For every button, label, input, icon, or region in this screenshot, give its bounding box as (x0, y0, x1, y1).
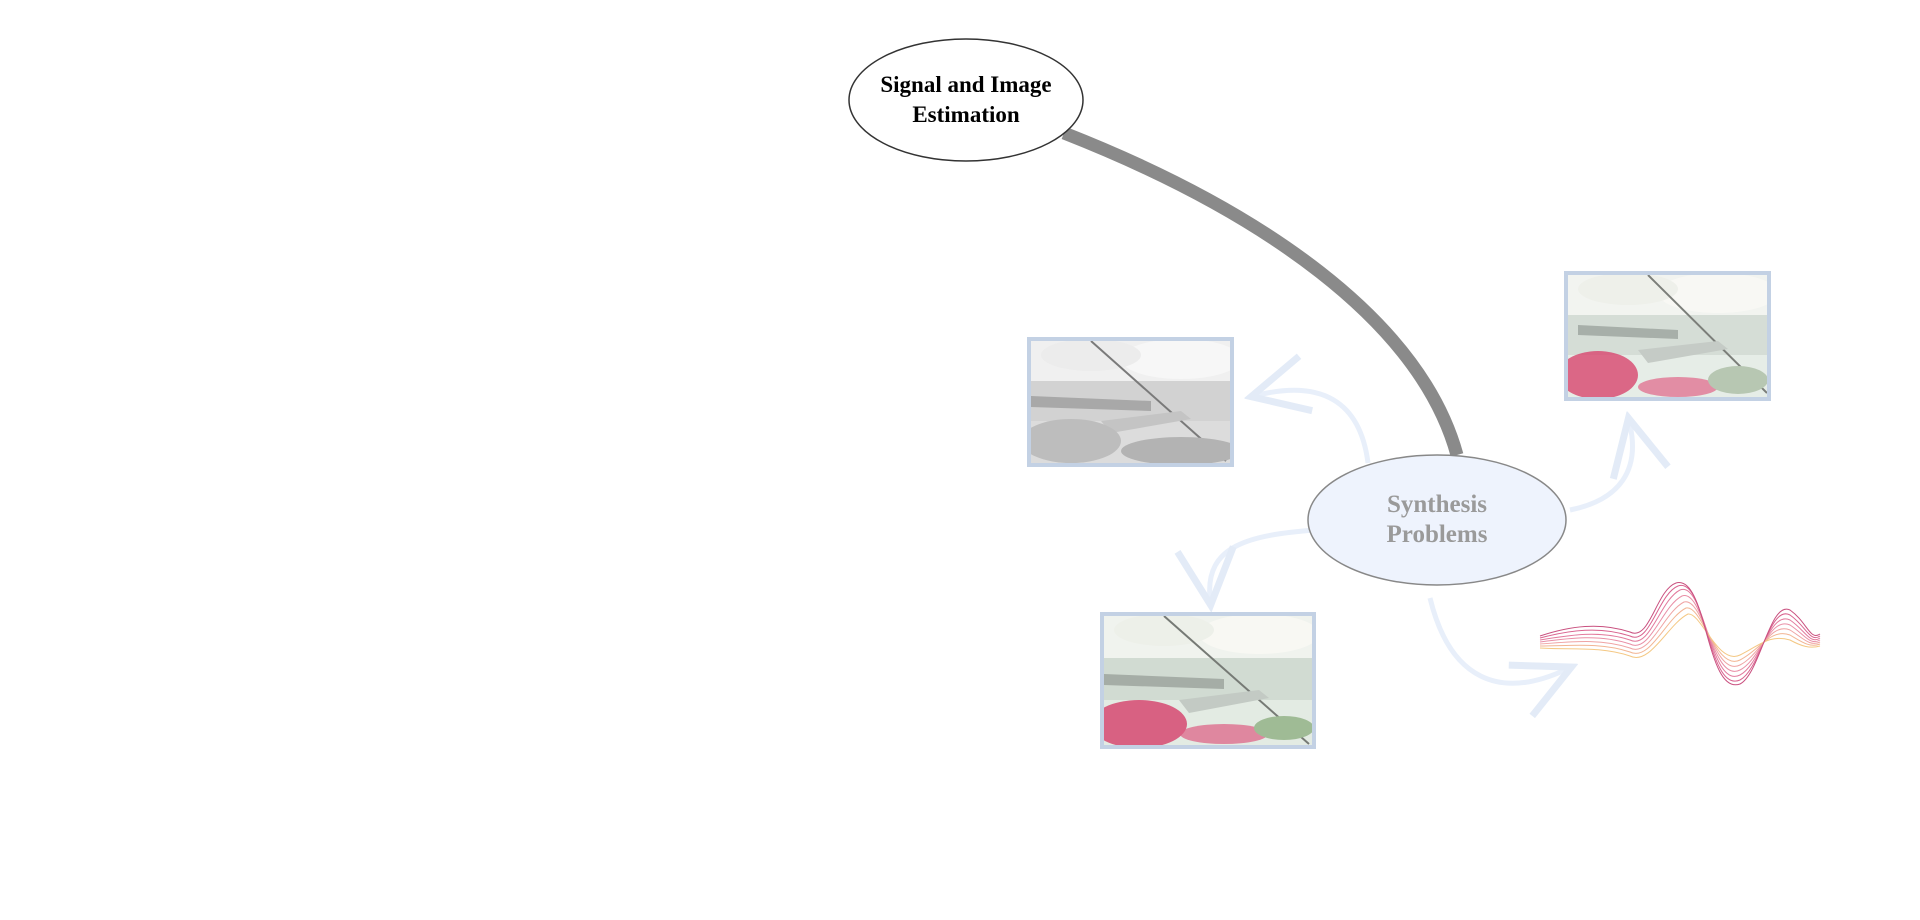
arrow-to-gray-photo (1258, 390, 1371, 464)
root-node-shape[interactable] (848, 38, 1084, 162)
color-garden-photo-bottom[interactable] (1100, 612, 1316, 749)
child-node-shape[interactable] (1307, 454, 1567, 586)
color-garden-photo-top[interactable] (1564, 271, 1771, 401)
arrow-to-top-right-photo (1569, 425, 1633, 513)
root-to-child-connector (1061, 126, 1464, 457)
arrow-to-bottom-photo (1210, 527, 1316, 598)
signal-wave-graphic[interactable] (1530, 580, 1830, 700)
arrow-to-wave-graphic (1427, 597, 1565, 683)
grayscale-garden-photo[interactable] (1027, 337, 1234, 467)
